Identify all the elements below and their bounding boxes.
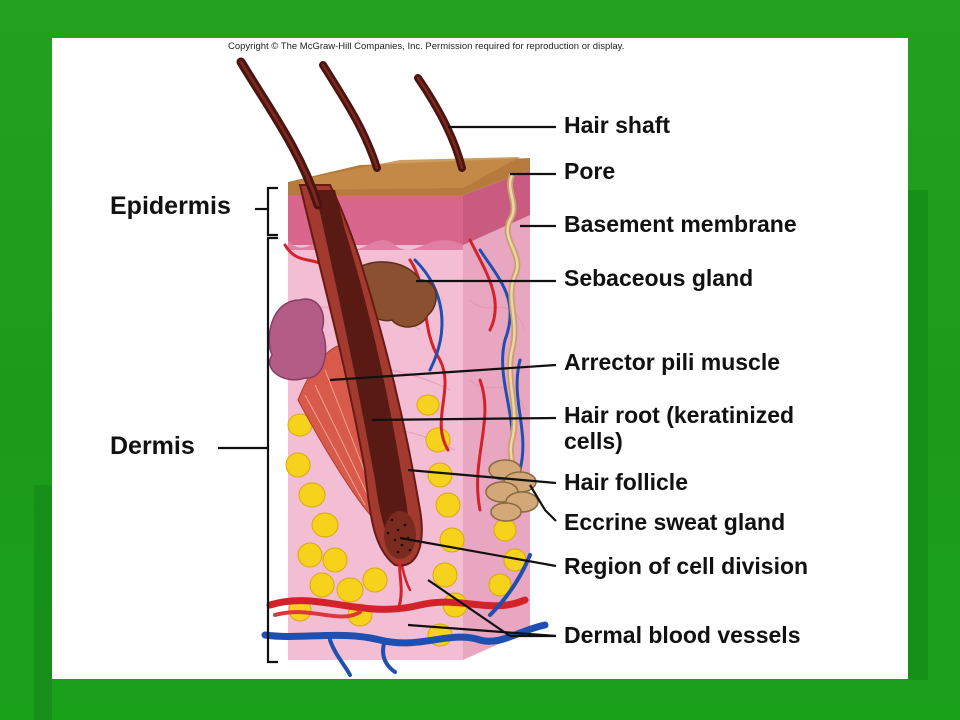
label-dermis: Dermis [110, 432, 195, 460]
label-pore: Pore [564, 158, 616, 184]
label-arrector-pili-muscle: Arrector pili muscle [564, 349, 781, 375]
hair-bulb [384, 511, 416, 559]
brackets [218, 186, 278, 664]
papilla-vessel [396, 559, 403, 611]
sebaceous-gland-left [268, 298, 327, 381]
label-hair-root-line2: cells) [564, 428, 623, 454]
background-stripe-right [908, 190, 928, 680]
label-sebaceous-gland: Sebaceous gland [564, 265, 754, 291]
label-hair-root-line1: Hair root (keratinized [564, 402, 795, 428]
label-region-of-cell-division: Region of cell division [564, 553, 809, 579]
adipose-tissue [285, 394, 527, 647]
label-hair-follicle: Hair follicle [564, 469, 688, 495]
label-dermal-blood-vessels: Dermal blood vessels [564, 622, 801, 648]
deep-vessels [261, 553, 549, 677]
copyright-notice: Copyright © The McGraw-Hill Companies, I… [228, 41, 625, 52]
leader-lines [329, 125, 557, 638]
label-hair-shaft: Hair shaft [564, 112, 671, 138]
background-stripe-left [34, 485, 52, 720]
sweat-duct-highlight [506, 174, 519, 471]
hair-shafts [236, 57, 466, 210]
label-basement-membrane: Basement membrane [564, 211, 797, 237]
eccrine-sweat-gland-coil [485, 459, 539, 522]
hair-root [315, 190, 409, 555]
label-epidermis: Epidermis [110, 192, 231, 220]
label-eccrine-sweat-gland: Eccrine sweat gland [564, 509, 786, 535]
